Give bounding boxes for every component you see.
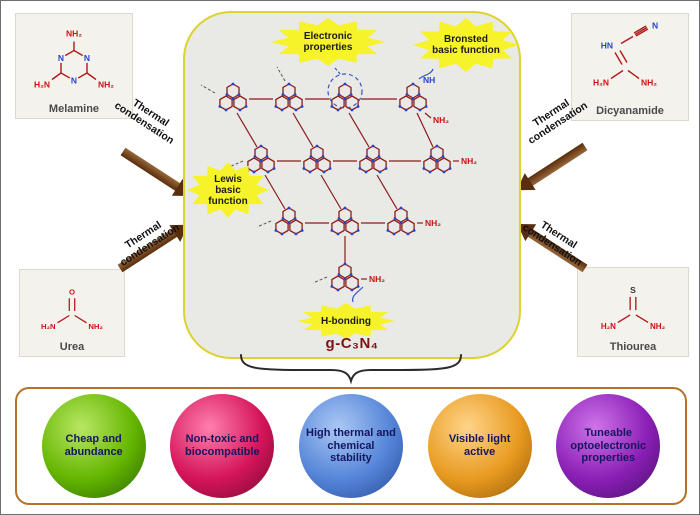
atom-label-nh2: NH₂ [461, 156, 477, 166]
gc3n4-network: NH₂ NH₂ NH₂ NH₂ NH [200, 66, 477, 303]
atom-label-nh2: NH₂ [369, 274, 385, 284]
property-label: High thermal and chemical stability [306, 427, 396, 465]
atom-label-h2n: H₂N [41, 322, 56, 331]
properties-panel: Cheap and abundance Non-toxic and biocom… [15, 387, 687, 505]
thiourea-structure: S H₂N NH₂ [601, 285, 666, 331]
atom-label-h2n: H₂N [601, 322, 616, 331]
urea-label: Urea [59, 341, 85, 353]
dicyanamide-label: Dicyanamide [596, 105, 664, 117]
property-ball-visible-light-active: Visible light active [427, 394, 532, 498]
property-ball-cheap-abundance: Cheap and abundance [41, 394, 146, 498]
thermal-condensation-arrow-top-right [527, 142, 588, 187]
property-ball-tuneable-optoelectronic: Tuneable optoelectronic properties [556, 394, 661, 498]
gc3n4-formula-label: g-C₃N₄ [325, 335, 379, 352]
melamine-label: Melamine [48, 103, 100, 115]
atom-label-hn: HN [601, 41, 613, 51]
urea-structure: O H₂N NH₂ [41, 288, 103, 332]
property-label: Cheap and abundance [64, 433, 123, 458]
atom-label-n: N [71, 76, 77, 86]
atom-label-s: S [630, 285, 636, 295]
callout-text: Electronic properties [303, 31, 353, 53]
thiourea-label: Thiourea [609, 341, 657, 353]
atom-label-nh2: NH₂ [98, 80, 114, 90]
atom-label-o: O [69, 288, 75, 297]
atom-label-n: N [84, 53, 90, 63]
atom-label-nh2: NH₂ [425, 218, 441, 228]
melamine-structure: N N N NH₂ H₂N NH₂ [34, 29, 114, 90]
dicyanamide-structure: HN N H₂N NH₂ [593, 21, 658, 88]
property-ball-thermal-chemical-stability: High thermal and chemical stability [298, 394, 403, 498]
arrow-label-line2: condensation [112, 99, 177, 147]
callout-text: Lewis basic function [208, 173, 248, 207]
melamine-box: N N N NH₂ H₂N NH₂ Melamine [15, 13, 133, 119]
gc3n4-panel: NH₂ NH₂ NH₂ NH₂ NH Electronic properties… [183, 11, 521, 359]
thiourea-box: S H₂N NH₂ Thiourea [577, 267, 689, 357]
property-label: Visible light active [448, 433, 511, 458]
atom-label-nh2: NH₂ [88, 322, 103, 331]
urea-box: O H₂N NH₂ Urea [19, 269, 125, 357]
atom-label-nh2: NH₂ [650, 322, 666, 331]
atom-label-nh2: NH₂ [433, 115, 449, 125]
atom-label-h2n: H₂N [593, 78, 609, 88]
property-label: Tuneable optoelectronic properties [570, 427, 647, 465]
property-label: Non-toxic and biocompatible [185, 433, 260, 458]
atom-label-n: N [58, 53, 64, 63]
atom-label-n: N [652, 21, 658, 31]
property-ball-nontoxic-biocompatible: Non-toxic and biocompatible [170, 394, 275, 498]
thermal-condensation-arrow-top-left [120, 147, 181, 192]
atom-label-h2n: H₂N [34, 80, 50, 90]
dicyanamide-box: HN N H₂N NH₂ Dicyanamide [571, 13, 689, 121]
atom-label-nh: NH [423, 75, 435, 85]
atom-label-nh2: NH₂ [66, 29, 82, 39]
callout-text: H-bonding [321, 315, 371, 327]
callout-text: Bronsted basic function [432, 34, 500, 56]
atom-label-nh2: NH₂ [641, 78, 657, 88]
